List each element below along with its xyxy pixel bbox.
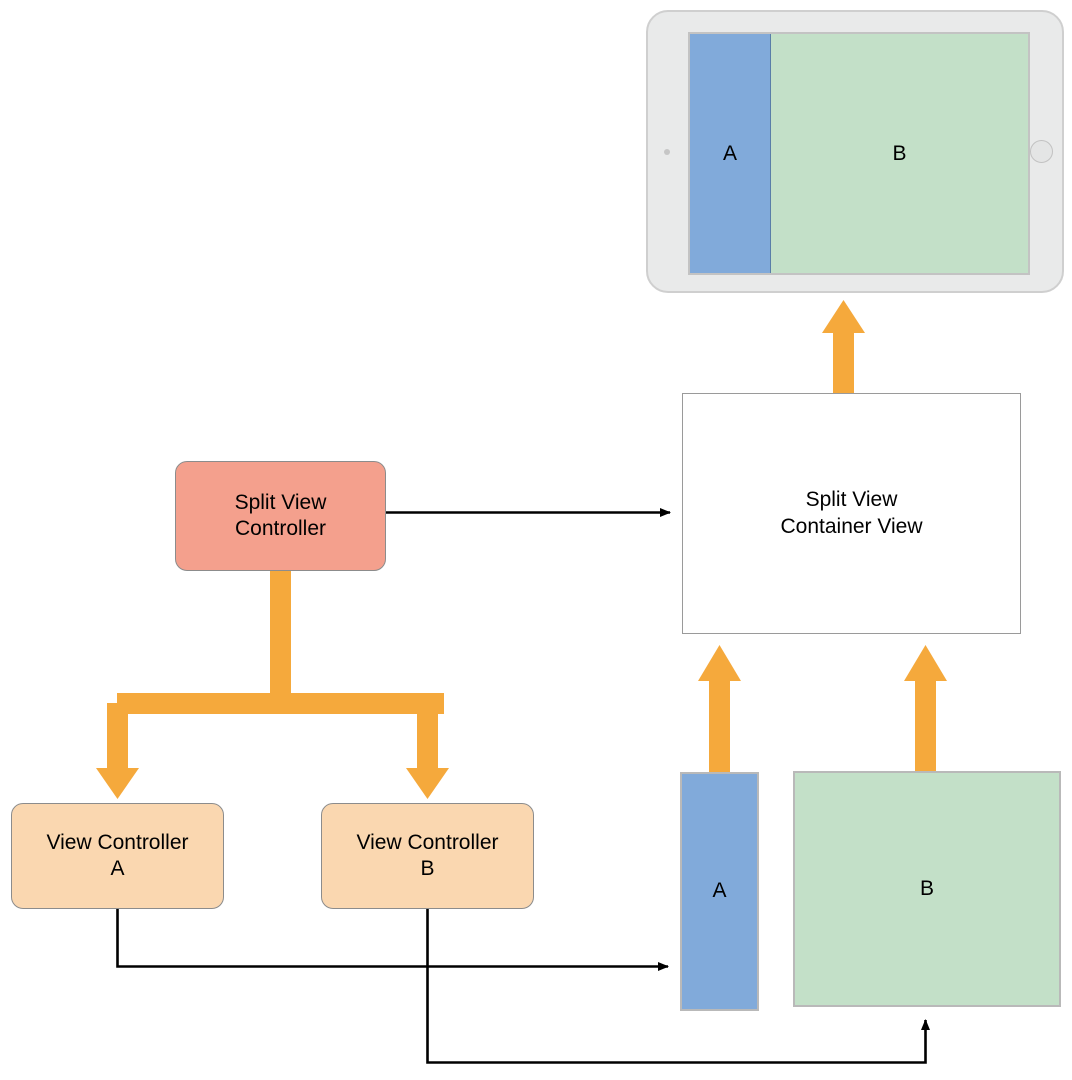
node-view-a: A	[680, 772, 759, 1011]
home-button-icon	[1030, 139, 1053, 163]
edge-viewa-to-container	[698, 645, 741, 790]
node-view-b: B	[793, 771, 1061, 1007]
device-screen-pane-a: A	[690, 34, 772, 273]
device-screen: A B	[688, 32, 1030, 275]
edge-svc-to-view-controllers	[96, 571, 449, 799]
edge-vca-to-viewa	[116, 909, 669, 971]
node-view-controller-b: View Controller B	[321, 803, 534, 909]
front-camera-icon	[664, 148, 670, 155]
device-screen-pane-b: B	[771, 34, 1028, 273]
node-view-controller-a: View Controller A	[11, 803, 224, 909]
tablet-device: A B	[646, 10, 1064, 293]
node-split-view-controller: Split View Controller	[175, 461, 386, 571]
node-split-view-container-view: Split View Container View	[682, 393, 1021, 634]
edge-viewb-to-container	[904, 645, 947, 790]
edge-container-to-device	[822, 300, 865, 393]
